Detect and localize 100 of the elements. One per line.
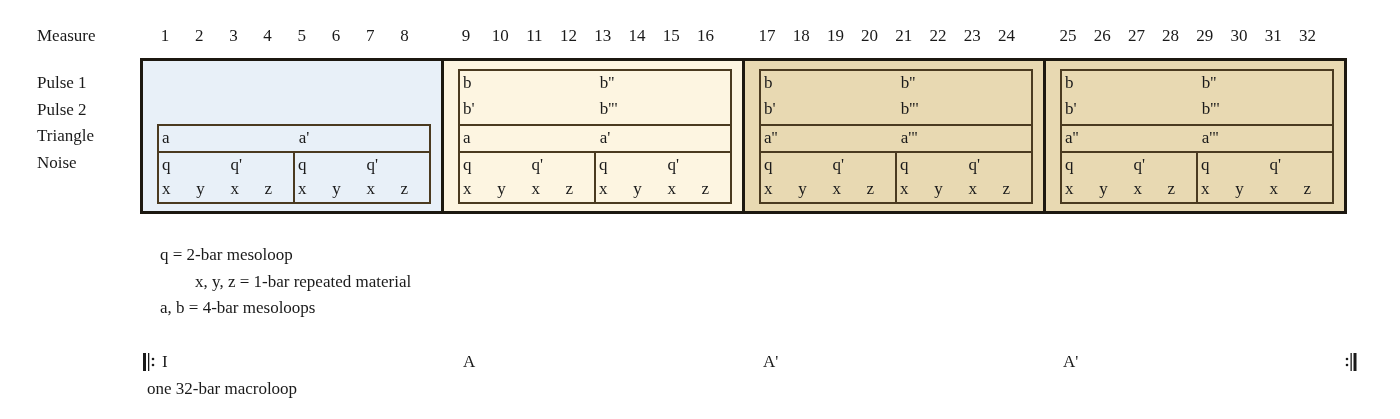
measure-number: 13: [594, 26, 612, 46]
pattern-letter: x: [162, 179, 171, 199]
pattern-letter: y: [497, 179, 506, 199]
pattern-letter: b': [463, 99, 475, 119]
pattern-letter: y: [798, 179, 807, 199]
pattern-letter: x: [1269, 179, 1278, 199]
measure-number: 29: [1196, 26, 1214, 46]
section-letter: I: [162, 352, 168, 372]
pattern-letter: q: [1065, 155, 1074, 175]
pattern-letter: x: [531, 179, 540, 199]
pattern-letter: a''': [1201, 128, 1219, 148]
pattern-letter: b: [1065, 73, 1074, 93]
measure-number: 31: [1264, 26, 1282, 46]
measure-number: 25: [1059, 26, 1077, 46]
pulse-pattern-box: [458, 69, 732, 126]
pattern-letter: b''': [900, 99, 919, 119]
row-label: Pulse 1: [37, 73, 87, 93]
measure-number: 11: [526, 26, 543, 46]
pattern-letter: a: [463, 128, 471, 148]
pattern-letter: b: [463, 73, 472, 93]
pattern-letter: q: [162, 155, 171, 175]
pattern-letter: b': [764, 99, 776, 119]
noise-pattern-box: [1196, 151, 1334, 204]
pattern-letter: q': [366, 155, 378, 175]
measure-number: 12: [560, 26, 578, 46]
measure-number: 19: [826, 26, 844, 46]
pattern-letter: x: [298, 179, 307, 199]
measure-number: 8: [400, 26, 409, 46]
row-label: Pulse 2: [37, 99, 87, 120]
pattern-letter: y: [633, 179, 642, 199]
measure-number: 14: [628, 26, 646, 46]
pattern-letter: y: [934, 179, 943, 199]
pattern-letter: q': [531, 155, 543, 175]
pattern-letter: x: [900, 179, 909, 199]
noise-pattern-box: [1060, 151, 1198, 204]
section-panel: [1043, 58, 1347, 214]
pattern-letter: y: [332, 179, 341, 199]
pattern-letter: b: [764, 73, 773, 93]
pattern-letter: b''': [599, 99, 618, 119]
pattern-letter: y: [1099, 179, 1108, 199]
note-text: one 32-bar macroloop: [147, 379, 298, 399]
pattern-letter: q': [230, 155, 242, 175]
noise-pattern-box: [895, 151, 1033, 204]
pattern-letter: b'': [900, 73, 916, 93]
pattern-letter: b''': [1201, 99, 1220, 119]
triangle-pattern-box: [157, 124, 431, 153]
pattern-letter: a'': [1065, 128, 1079, 148]
pattern-letter: b'': [1201, 73, 1217, 93]
note-text: x, y, z = 1-bar repeated material: [195, 272, 412, 292]
noise-pattern-box: [594, 151, 732, 204]
measure-number: 30: [1230, 26, 1248, 46]
noise-pattern-box: [759, 151, 897, 204]
pattern-letter: z: [565, 179, 574, 199]
measure-number: 2: [194, 26, 204, 46]
pattern-letter: a'': [764, 128, 778, 148]
pattern-letter: a''': [900, 128, 918, 148]
pattern-letter: z: [1303, 179, 1312, 199]
pattern-letter: z: [264, 179, 273, 199]
pattern-letter: q': [832, 155, 844, 175]
measure-number: 22: [929, 26, 947, 46]
measure-number: 21: [895, 26, 913, 46]
pattern-letter: b'': [599, 73, 615, 93]
pattern-letter: x: [366, 179, 375, 199]
pattern-letter: z: [400, 179, 409, 199]
pattern-letter: a': [298, 128, 310, 148]
pattern-letter: x: [230, 179, 239, 199]
section-panel: [140, 58, 444, 214]
section-letter: A': [763, 352, 779, 372]
column-heading: Measure: [37, 26, 96, 46]
measure-number: 15: [662, 26, 680, 46]
pattern-letter: q: [764, 155, 773, 175]
pattern-letter: y: [1235, 179, 1244, 199]
pattern-letter: q: [298, 155, 307, 175]
pattern-letter: q: [463, 155, 472, 175]
triangle-pattern-box: [458, 124, 732, 153]
measure-number: 27: [1127, 26, 1145, 46]
pattern-letter: q: [900, 155, 909, 175]
pattern-letter: x: [1065, 179, 1074, 199]
pattern-letter: q': [1133, 155, 1145, 175]
measure-number: 10: [491, 26, 509, 46]
measure-number: 18: [792, 26, 810, 46]
measure-number: 32: [1298, 26, 1316, 46]
pattern-letter: z: [866, 179, 875, 199]
note-text: a, b = 4-bar mesoloops: [160, 298, 316, 318]
row-label: Noise: [37, 153, 77, 174]
measure-number: 4: [263, 26, 272, 46]
pattern-letter: z: [1002, 179, 1011, 199]
pattern-letter: q: [599, 155, 608, 175]
section-letter: A': [1063, 352, 1079, 372]
pattern-letter: y: [196, 179, 205, 199]
measure-number: 7: [365, 26, 375, 46]
measure-number: 3: [229, 26, 238, 46]
triangle-pattern-box: [1060, 124, 1334, 153]
pattern-letter: b': [1065, 99, 1077, 119]
pattern-letter: x: [1133, 179, 1142, 199]
measure-number: 28: [1162, 26, 1180, 46]
pattern-letter: q: [1201, 155, 1210, 175]
measure-number: 1: [160, 26, 170, 46]
note-text: q = 2-bar mesoloop: [160, 245, 293, 265]
triangle-pattern-box: [759, 124, 1033, 153]
